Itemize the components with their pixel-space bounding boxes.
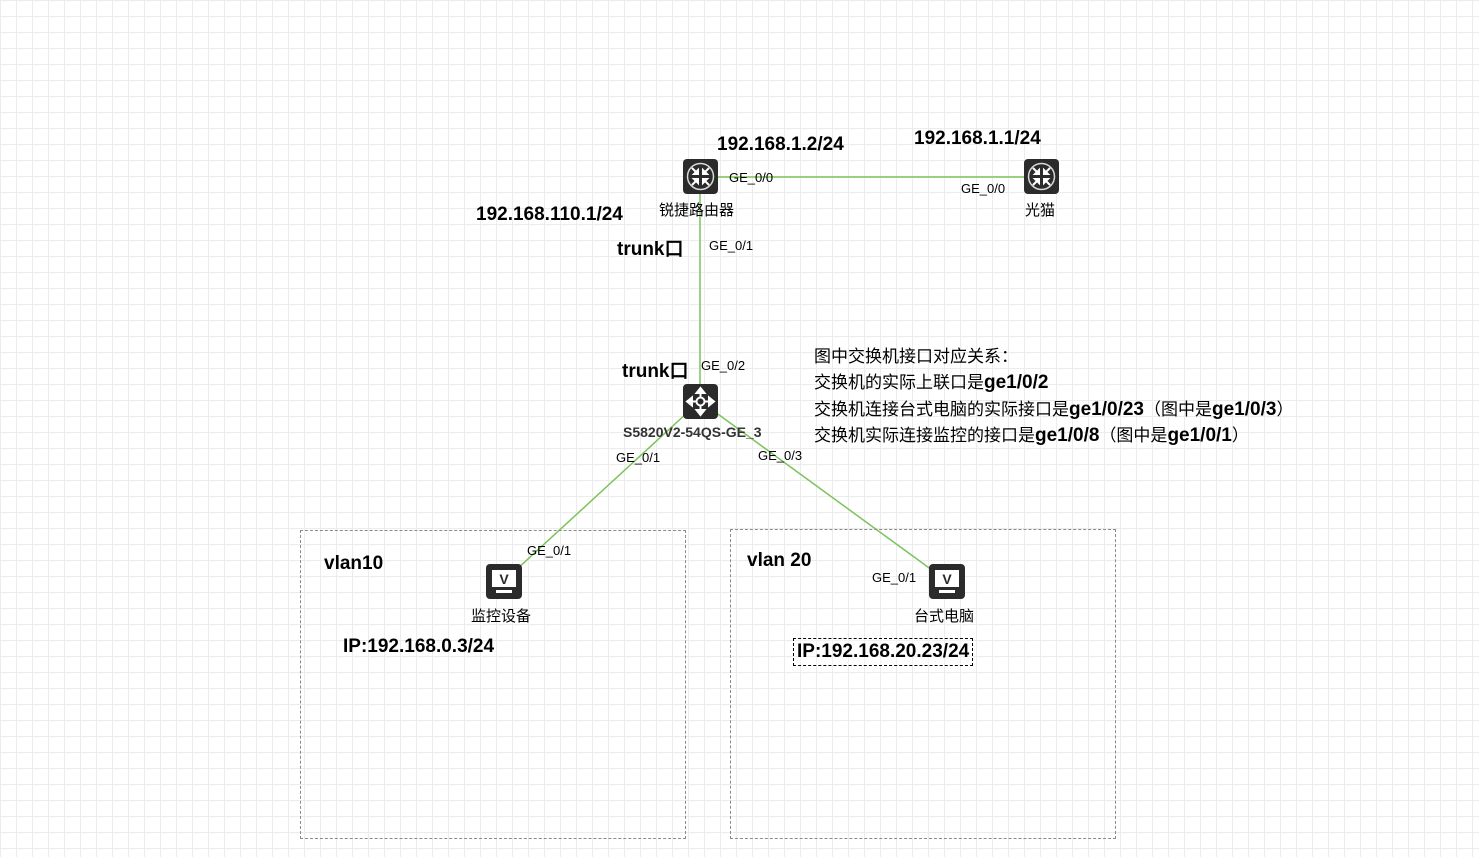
camera-port-ge01: GE_0/1 bbox=[527, 543, 572, 558]
note-line1-port: ge1/0/2 bbox=[984, 372, 1049, 393]
desktop-ip: IP:192.168.20.23/24 bbox=[793, 638, 974, 666]
note-line2-mid: （图中是 bbox=[1144, 400, 1212, 420]
modem-device[interactable] bbox=[1024, 159, 1059, 194]
switch-trunk-label: trunk口 bbox=[622, 361, 689, 382]
camera-label: 监控设备 bbox=[471, 607, 532, 625]
note-line3-port: ge1/0/8 bbox=[1035, 425, 1100, 446]
modem-label: 光猫 bbox=[1025, 201, 1056, 219]
router-trunk-label: trunk口 bbox=[617, 239, 684, 260]
router-device[interactable] bbox=[683, 159, 718, 194]
vlan10-label: vlan10 bbox=[324, 553, 384, 574]
router-icon bbox=[1024, 159, 1059, 194]
switch-icon bbox=[683, 384, 718, 419]
router-label: 锐捷路由器 bbox=[659, 201, 735, 219]
switch-label: S5820V2-54QS-GE_3 bbox=[623, 424, 762, 440]
router-wan-ip: 192.168.1.2/24 bbox=[717, 134, 844, 155]
svg-text:V: V bbox=[499, 571, 509, 587]
modem-ip: 192.168.1.1/24 bbox=[914, 128, 1041, 149]
switch-port-ge01: GE_0/1 bbox=[616, 450, 661, 465]
switch-port-ge02: GE_0/2 bbox=[701, 358, 746, 373]
router-lan-ip: 192.168.110.1/24 bbox=[476, 204, 623, 225]
note-title: 图中交换机接口对应关系： bbox=[814, 347, 1018, 367]
camera-ip: IP:192.168.0.3/24 bbox=[343, 636, 495, 657]
vlan20-zone bbox=[730, 529, 1116, 839]
vlan10-zone bbox=[300, 530, 686, 839]
note-line3-text: 交换机实际连接监控的接口是 bbox=[814, 426, 1035, 446]
svg-text:V: V bbox=[942, 571, 952, 587]
note-line3-mid: （图中是 bbox=[1099, 426, 1168, 446]
note-line1: 交换机的实际上联口是ge1/0/2 bbox=[814, 368, 1048, 394]
note-line2-port2: ge1/0/3 bbox=[1212, 399, 1277, 420]
router-port-ge01: GE_0/1 bbox=[709, 238, 754, 253]
desktop-label: 台式电脑 bbox=[914, 607, 975, 625]
router-port-ge00: GE_0/0 bbox=[729, 170, 774, 185]
note-line3-port2: ge1/0/1 bbox=[1167, 425, 1232, 446]
note-line3-suffix: ） bbox=[1231, 426, 1249, 446]
desktop-device[interactable]: V bbox=[929, 564, 965, 599]
note-line1-text: 交换机的实际上联口是 bbox=[814, 373, 984, 393]
note-line3: 交换机实际连接监控的接口是ge1/0/8（图中是ge1/0/1） bbox=[814, 421, 1249, 447]
note-line2-suffix: ） bbox=[1276, 400, 1294, 420]
link-switch-camera bbox=[503, 400, 701, 582]
camera-device[interactable]: V bbox=[486, 564, 522, 599]
desktop-port-ge01: GE_0/1 bbox=[872, 570, 917, 585]
switch-device[interactable] bbox=[683, 384, 718, 419]
router-icon bbox=[683, 159, 718, 194]
switch-port-ge03: GE_0/3 bbox=[758, 448, 803, 463]
monitor-icon: V bbox=[929, 564, 965, 599]
note-line2-text: 交换机连接台式电脑的实际接口是 bbox=[814, 400, 1069, 420]
note-line2-port: ge1/0/23 bbox=[1069, 399, 1144, 420]
vlan20-label: vlan 20 bbox=[747, 550, 812, 571]
modem-port-ge00: GE_0/0 bbox=[961, 181, 1006, 196]
link-switch-desktop bbox=[699, 400, 948, 582]
monitor-icon: V bbox=[486, 564, 522, 599]
note-line2: 交换机连接台式电脑的实际接口是ge1/0/23（图中是ge1/0/3） bbox=[814, 395, 1293, 421]
